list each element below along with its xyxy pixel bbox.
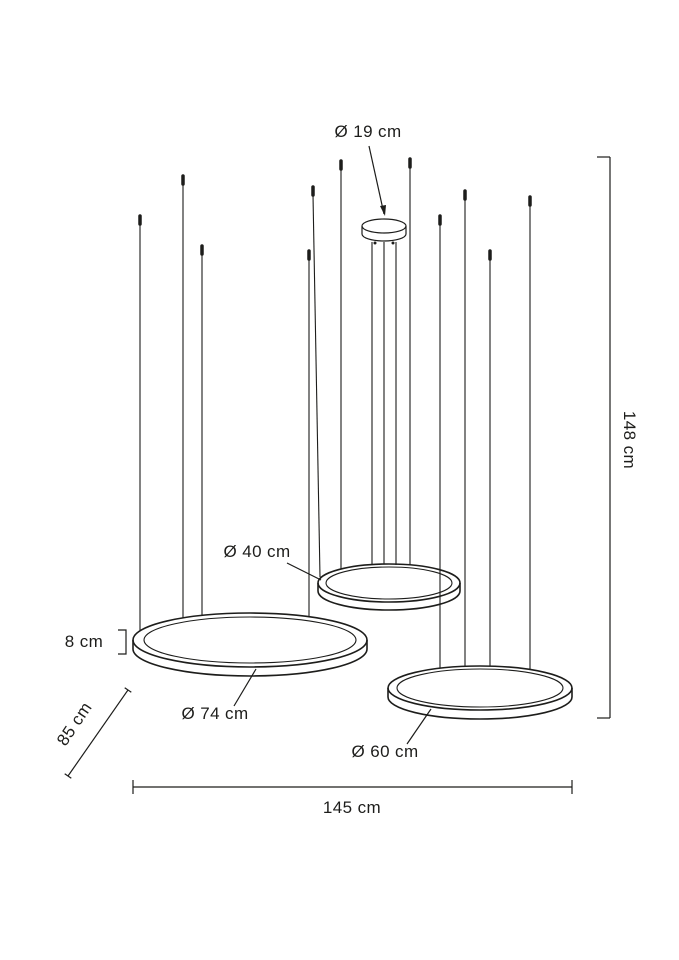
ceiling-canopy bbox=[361, 218, 407, 245]
ring-medium bbox=[317, 563, 461, 611]
dimension-height bbox=[597, 156, 611, 719]
label-overall-width: 145 cm bbox=[323, 798, 381, 817]
leader-canopy bbox=[368, 145, 385, 215]
ring-large bbox=[132, 612, 368, 677]
cable bbox=[312, 194, 321, 578]
suspension-cables bbox=[139, 167, 531, 669]
label-ring-medium-diameter: Ø 40 cm bbox=[223, 542, 290, 561]
dimension-labels: Ø 19 cm Ø 40 cm Ø 74 cm Ø 60 cm 8 cm 148… bbox=[53, 122, 639, 817]
label-overall-depth: 85 cm bbox=[53, 699, 96, 750]
leader-ring-large bbox=[233, 668, 257, 707]
ring-small bbox=[387, 665, 573, 720]
leader-ring-small bbox=[406, 708, 432, 745]
dimension-depth bbox=[64, 687, 132, 779]
dimension-width bbox=[132, 780, 573, 794]
label-ring-profile-height: 8 cm bbox=[65, 632, 103, 651]
leader-lines bbox=[233, 145, 432, 745]
label-canopy-diameter: Ø 19 cm bbox=[334, 122, 401, 141]
leader-canopy-arrowhead bbox=[380, 205, 386, 216]
leader-ring-medium bbox=[286, 562, 322, 581]
label-ring-large-diameter: Ø 74 cm bbox=[181, 704, 248, 723]
label-overall-height: 148 cm bbox=[620, 411, 639, 469]
dimension-ring-height bbox=[118, 629, 127, 655]
label-ring-small-diameter: Ø 60 cm bbox=[351, 742, 418, 761]
cable-end-beads bbox=[138, 157, 532, 261]
